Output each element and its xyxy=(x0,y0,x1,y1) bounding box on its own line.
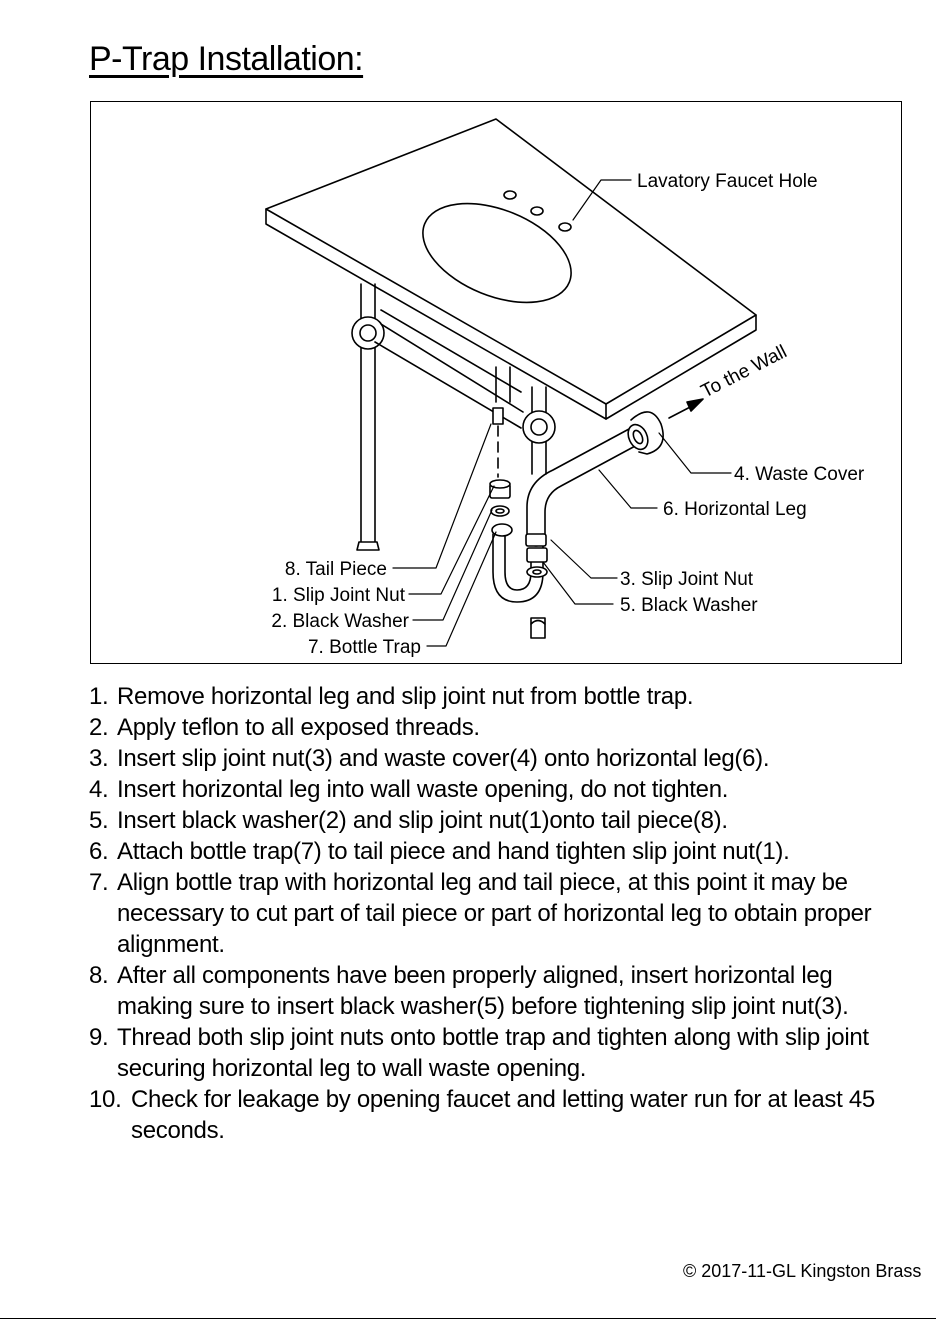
step-text: Insert horizontal leg into wall waste op… xyxy=(117,776,729,803)
step-text: Align bottle trap with horizontal leg an… xyxy=(117,869,872,958)
step-item: 7. Align bottle trap with horizontal leg … xyxy=(89,867,909,960)
step-text: Check for leakage by opening faucet and … xyxy=(131,1086,875,1144)
step-item: 9. Thread both slip joint nuts onto bottl… xyxy=(89,1022,909,1084)
step-text: Thread both slip joint nuts onto bottle … xyxy=(117,1024,869,1082)
label-black-washer-2: 2. Black Washer xyxy=(271,611,409,632)
step-text: Insert slip joint nut(3) and waste cover… xyxy=(117,745,770,772)
bottle-trap-assembly xyxy=(489,479,548,639)
step-item: 2. Apply teflon to all exposed threads. xyxy=(89,712,909,743)
bottom-divider xyxy=(0,1318,936,1319)
step-text: After all components have been properly … xyxy=(117,962,849,1020)
step-number: 9. xyxy=(89,1024,109,1051)
copyright-footer: © 2017-11-GL Kingston Brass xyxy=(683,1261,922,1281)
vanity-legs xyxy=(351,283,556,551)
step-number: 3. xyxy=(89,745,109,772)
step-item: 10. Check for leakage by opening faucet a… xyxy=(89,1084,909,1146)
step-item: 3. Insert slip joint nut(3) and waste cov… xyxy=(89,743,909,774)
to-wall-arrowhead xyxy=(686,398,704,412)
leader-lines xyxy=(392,179,732,647)
step-item: 1. Remove horizontal leg and slip joint n… xyxy=(89,681,909,712)
step-text: Insert black washer(2) and slip joint nu… xyxy=(117,807,728,834)
step-number: 10. xyxy=(89,1086,122,1113)
label-slip-joint-nut-1: 1. Slip Joint Nut xyxy=(272,585,406,606)
diagram-drawing: Lavatory Faucet Hole To the Wall 4. Wast… xyxy=(265,118,865,658)
step-number: 4. xyxy=(89,776,109,803)
step-number: 6. xyxy=(89,838,109,865)
label-bottle-trap: 7. Bottle Trap xyxy=(308,637,421,658)
label-faucet-hole: Lavatory Faucet Hole xyxy=(637,171,818,192)
step-number: 8. xyxy=(89,962,109,989)
step-number: 5. xyxy=(89,807,109,834)
step-number: 7. xyxy=(89,869,109,896)
step-text: Remove horizontal leg and slip joint nut… xyxy=(117,683,694,710)
instruction-steps: 1. Remove horizontal leg and slip joint n… xyxy=(89,681,909,1146)
step-text: Apply teflon to all exposed threads. xyxy=(117,714,480,741)
label-horizontal-leg: 6. Horizontal Leg xyxy=(663,499,807,520)
label-tail-piece: 8. Tail Piece xyxy=(285,559,387,580)
step-item: 4. Insert horizontal leg into wall waste … xyxy=(89,774,909,805)
horizontal-leg xyxy=(525,428,638,547)
installation-diagram: Lavatory Faucet Hole To the Wall 4. Wast… xyxy=(90,101,902,664)
step-item: 5. Insert black washer(2) and slip joint … xyxy=(89,805,909,836)
label-to-wall: To the Wall xyxy=(698,341,791,402)
step-number: 2. xyxy=(89,714,109,741)
step-number: 1. xyxy=(89,683,109,710)
page-title: P-Trap Installation: xyxy=(89,40,364,78)
label-waste-cover: 4. Waste Cover xyxy=(734,464,865,485)
step-item: 6. Attach bottle trap(7) to tail piece an… xyxy=(89,836,909,867)
label-black-washer-5: 5. Black Washer xyxy=(620,595,758,616)
label-slip-joint-nut-3: 3. Slip Joint Nut xyxy=(620,569,754,590)
waste-cover xyxy=(627,411,664,455)
tail-piece xyxy=(492,407,504,478)
step-text: Attach bottle trap(7) to tail piece and … xyxy=(117,838,790,865)
step-item: 8. After all components have been properl… xyxy=(89,960,909,1022)
vanity-top xyxy=(265,118,757,420)
